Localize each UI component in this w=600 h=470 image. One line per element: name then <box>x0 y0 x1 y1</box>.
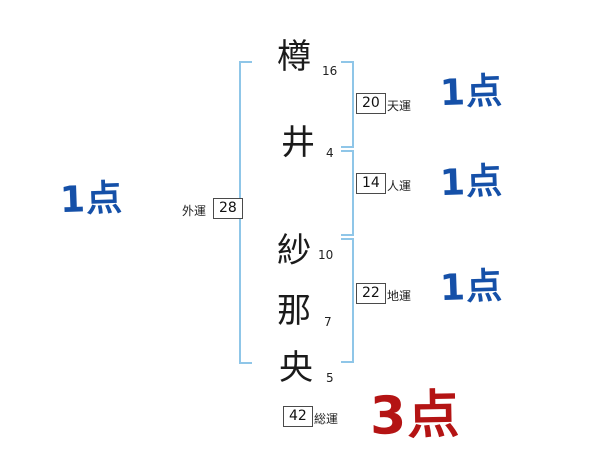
stroke-count-1: 16 <box>322 64 338 78</box>
jin-un-value-box: 14 <box>356 173 386 195</box>
gai-un-score: 1点 <box>59 177 124 222</box>
name-char-1: 樽 <box>277 37 311 77</box>
jin-un-bracket <box>341 150 354 236</box>
jin-un-score: 1点 <box>439 160 504 205</box>
stroke-count-2: 4 <box>326 146 334 160</box>
ten-un-bracket <box>341 61 354 148</box>
name-char-5: 央 <box>279 348 313 388</box>
ten-un-label: 天運 <box>387 99 412 113</box>
chi-un-bracket <box>341 238 354 363</box>
chi-un-value-box: 22 <box>356 283 386 305</box>
sou-un-score: 3点 <box>369 385 461 447</box>
stroke-count-3: 10 <box>318 248 334 262</box>
stroke-count-4: 7 <box>324 315 332 329</box>
jin-un-label: 人運 <box>387 179 412 193</box>
sou-un-value-box: 42 <box>283 406 313 428</box>
name-char-2: 井 <box>281 123 315 163</box>
ten-un-value-box: 20 <box>356 93 386 115</box>
ten-un-score: 1点 <box>439 70 504 115</box>
stroke-count-5: 5 <box>326 371 334 385</box>
name-char-3: 紗 <box>277 231 311 271</box>
sou-un-label: 総運 <box>314 412 339 426</box>
chi-un-score: 1点 <box>439 265 504 310</box>
name-char-4: 那 <box>277 291 311 331</box>
gai-un-value-box: 28 <box>213 198 243 220</box>
gai-un-label: 外運 <box>182 204 207 218</box>
chi-un-label: 地運 <box>387 289 412 303</box>
